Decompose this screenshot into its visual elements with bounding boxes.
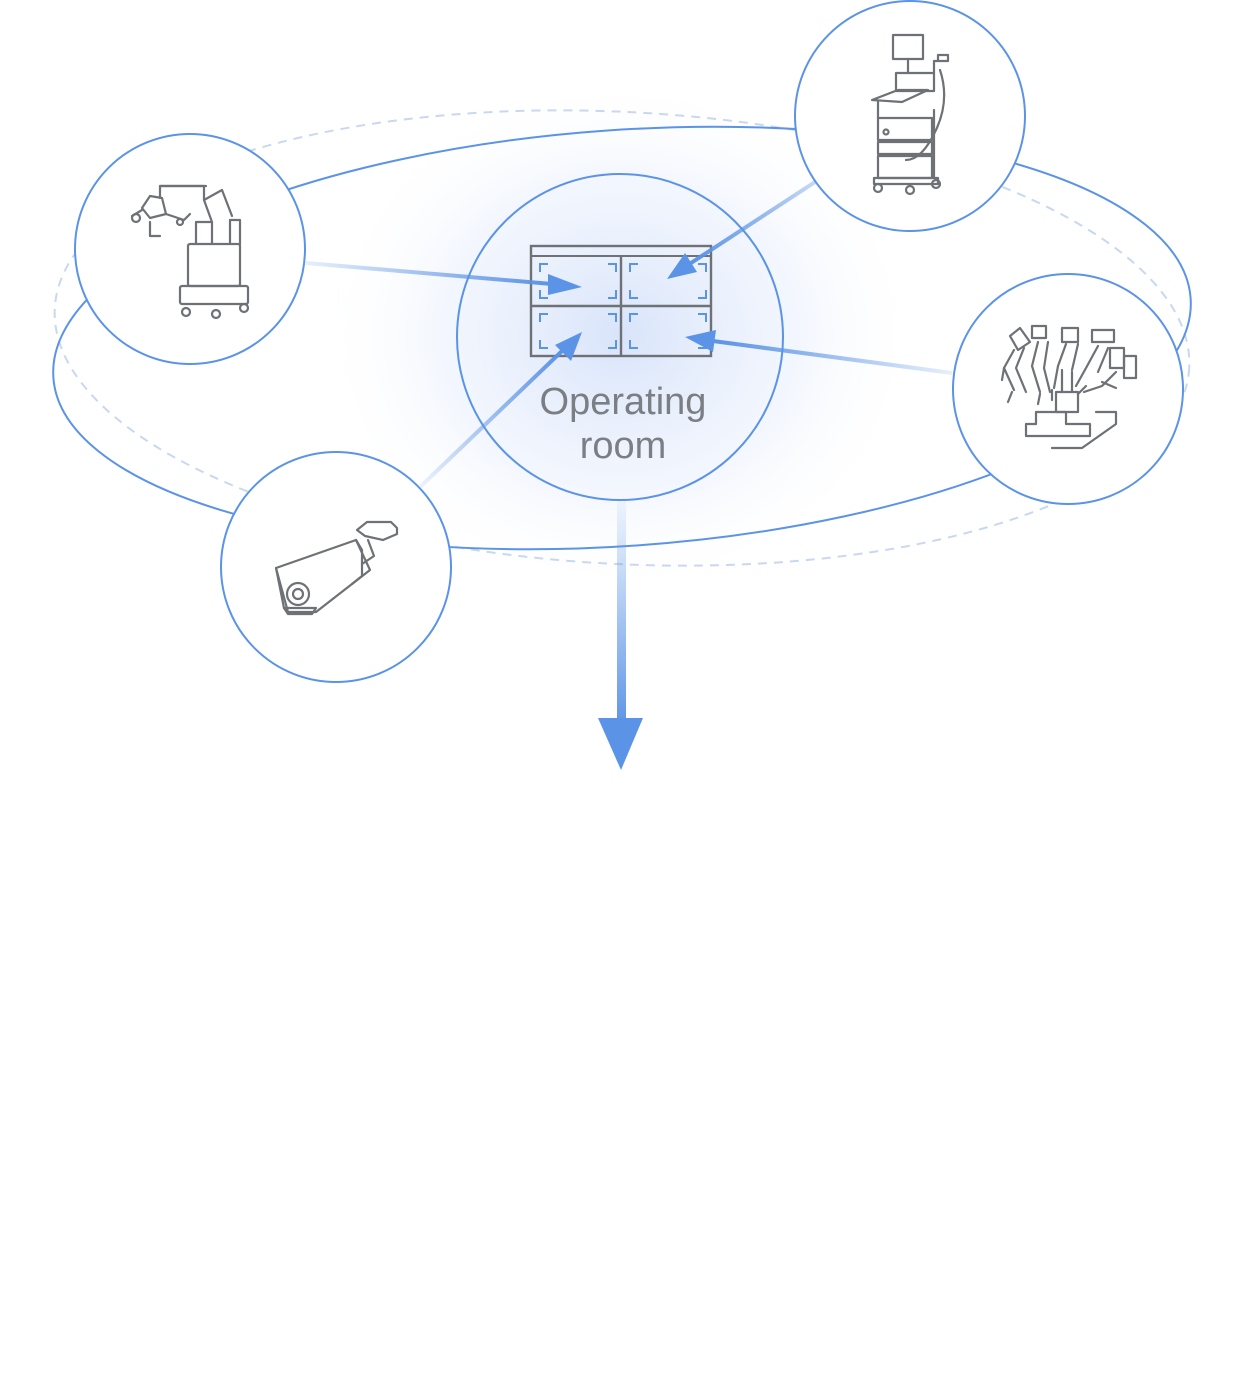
security-camera-icon [274,520,399,616]
arrow-microscope-to-room [305,261,582,295]
arrow-robot-to-room [685,330,953,375]
arrow-camera-to-room [418,332,582,489]
operating-room-label: Operating room [460,380,786,468]
solid-orbit [52,125,1192,551]
node-circle-endoscopy [794,0,1026,232]
video-wall-icon [529,244,713,358]
surgical-robot-icon [1000,324,1138,450]
endoscopy-tower-icon [870,33,950,196]
node-circle-microscope [74,133,306,365]
arrow-endoscopy-to-room [667,180,817,279]
node-circle-robot [952,273,1184,505]
output-arrow-down [598,500,643,770]
center-label-line2: room [579,425,667,467]
node-circle-camera [220,451,452,683]
surgical-microscope-icon [130,184,250,320]
dashed-orbit [53,109,1191,567]
center-label-line1: Operating [539,381,707,423]
